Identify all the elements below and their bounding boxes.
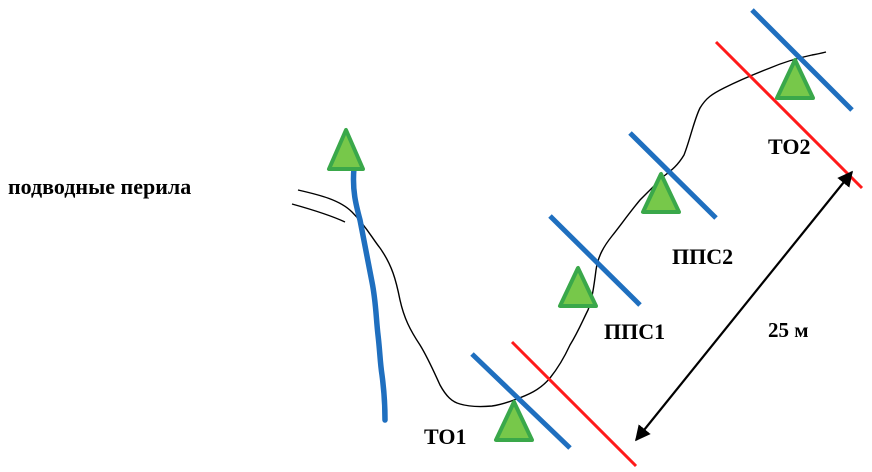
to1-blue-line xyxy=(470,352,572,450)
terrain-line xyxy=(297,51,827,408)
green-triangle-icon xyxy=(641,172,681,214)
green-triangle-icon xyxy=(327,128,365,171)
to2-label: ТО2 xyxy=(768,134,811,159)
rails-edge-line xyxy=(291,203,346,223)
green-triangle-icon xyxy=(558,266,598,308)
green-triangle-icon xyxy=(494,400,534,442)
to2-red-line xyxy=(714,40,864,190)
underwater-rail-line xyxy=(350,165,388,423)
underwater-rails-label: подводные перила xyxy=(8,174,191,199)
to1-label: ТО1 xyxy=(424,424,467,449)
pps2-label: ППС2 xyxy=(672,244,733,269)
to1-red-line xyxy=(510,340,638,468)
green-triangle-icon xyxy=(775,58,815,100)
pps1-label: ППС1 xyxy=(604,319,665,344)
pps1-blue-line xyxy=(548,214,642,307)
to2-blue-line xyxy=(750,8,854,112)
distance-label: 25 м xyxy=(768,318,809,342)
distance-arrow xyxy=(635,170,853,442)
